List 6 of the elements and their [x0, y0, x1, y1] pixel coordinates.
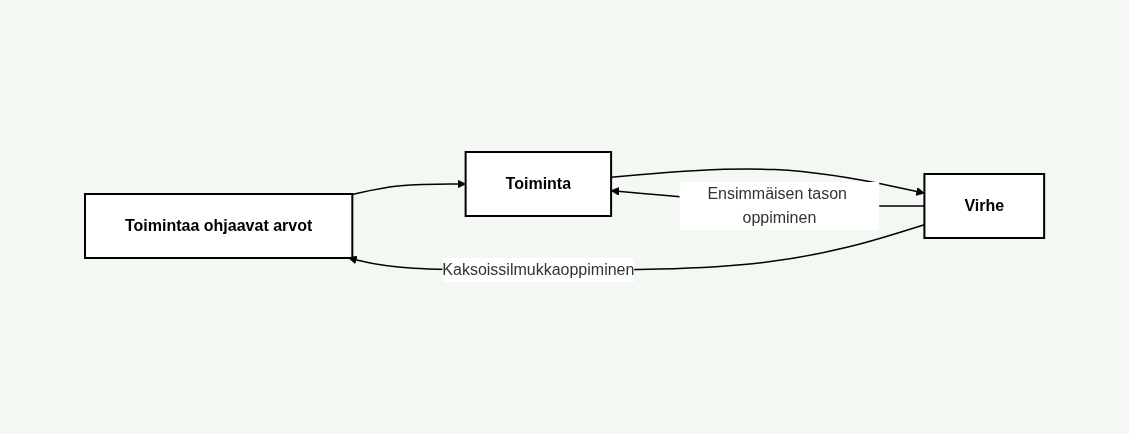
arrow [351, 179, 466, 196]
node-box: Toimintaa ohjaavat arvot [83, 193, 354, 259]
node-box: Virhe [923, 173, 1046, 239]
edge-label: Ensimmäisen tason oppiminen [707, 185, 847, 226]
edge-label: Kaksoissilmukkaoppiminen [442, 261, 635, 278]
node-box: Toiminta [464, 151, 612, 217]
